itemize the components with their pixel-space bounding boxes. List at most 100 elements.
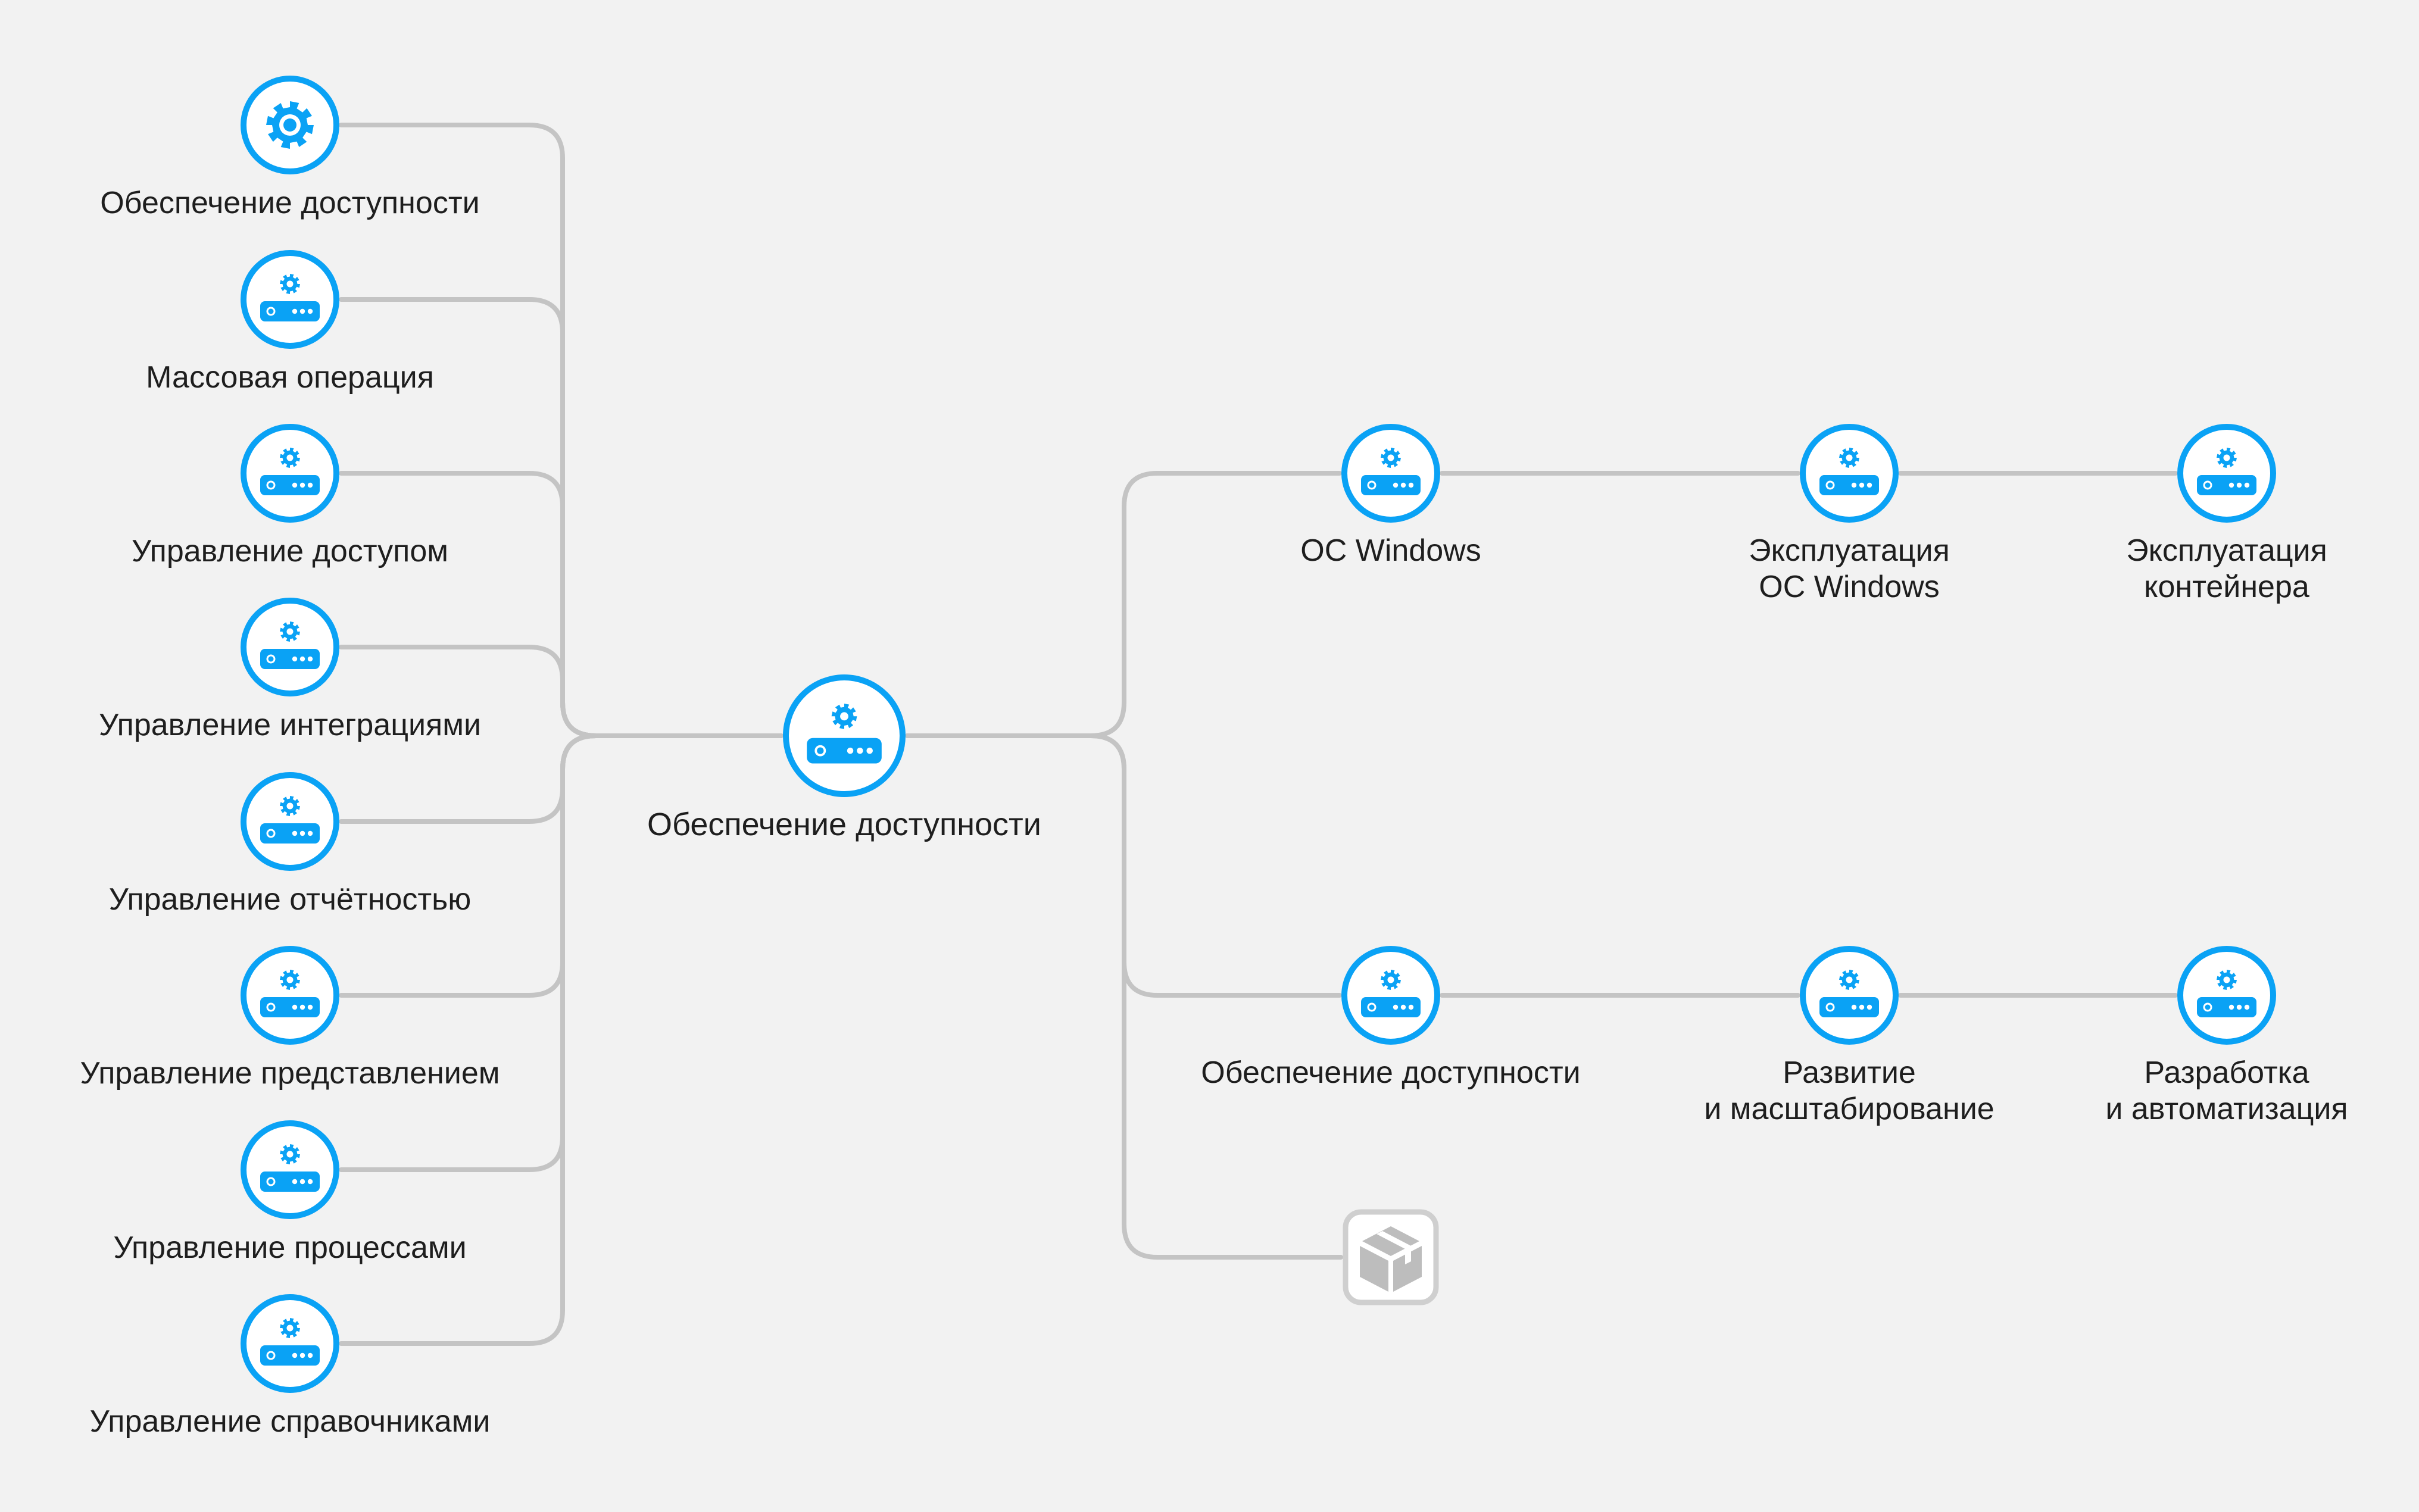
service-icon — [2197, 970, 2256, 1017]
server-led — [266, 829, 276, 838]
server-led — [266, 1177, 276, 1186]
node-label: Управление интеграциями — [99, 708, 481, 742]
service-icon — [260, 448, 320, 495]
service-icon — [1361, 448, 1421, 495]
server-dot — [1393, 482, 1399, 488]
node-label: Массовая операция — [146, 360, 434, 395]
server-dot — [2244, 482, 2250, 488]
gear-hole — [286, 280, 294, 288]
server-led — [814, 745, 826, 757]
node-label: контейнера — [2144, 570, 2309, 604]
server-box — [2197, 997, 2256, 1017]
server-dot — [1393, 1004, 1399, 1010]
gear-hole — [286, 976, 294, 983]
server-dot — [292, 1179, 298, 1185]
node-label: Эксплуатация — [2126, 533, 2327, 568]
server-led — [1825, 1002, 1835, 1012]
server-box — [2197, 475, 2256, 495]
server-dot — [2236, 482, 2242, 488]
server-box — [260, 475, 320, 495]
server-box — [260, 649, 320, 669]
gear-hole — [286, 628, 294, 635]
node-label: и автоматизация — [2105, 1092, 2348, 1126]
root-node[interactable]: Обеспечение доступности — [647, 674, 1041, 842]
node-label: ОС Windows — [1759, 570, 1939, 604]
node-label: и масштабирование — [1704, 1092, 1994, 1126]
service-icon — [260, 796, 320, 844]
left-node[interactable]: Массовая операция — [146, 250, 434, 395]
node-circle — [783, 674, 906, 797]
server-dot — [292, 1352, 298, 1358]
server-dot — [857, 747, 863, 754]
server-box — [1819, 475, 1879, 495]
server-dot — [307, 1179, 313, 1185]
left-node[interactable]: Управление процессами — [113, 1120, 467, 1265]
server-led — [1367, 480, 1377, 490]
gear-hole — [1846, 454, 1853, 461]
service-icon — [1819, 970, 1879, 1017]
server-led — [266, 480, 276, 490]
box-tape — [1377, 1231, 1411, 1264]
server-dot — [292, 308, 298, 314]
server-dot — [292, 830, 298, 836]
server-dot — [1408, 482, 1414, 488]
node-circle — [1800, 946, 1899, 1045]
server-dot — [2244, 1004, 2250, 1010]
placeholder-frame — [1343, 1209, 1439, 1305]
branch-node[interactable]: Обеспечение доступности — [1201, 946, 1581, 1090]
placeholder-node[interactable] — [1343, 1209, 1439, 1305]
server-dot — [1866, 482, 1872, 488]
service-icon — [260, 274, 320, 321]
server-led — [1367, 1002, 1377, 1012]
server-led — [266, 307, 276, 316]
connector-line — [339, 645, 784, 738]
server-dot — [1408, 1004, 1414, 1010]
gear-hole — [286, 802, 294, 810]
server-box — [260, 1172, 320, 1192]
service-icon — [1819, 448, 1879, 495]
server-dot — [307, 830, 313, 836]
server-led — [266, 1351, 276, 1360]
server-box — [807, 738, 882, 764]
gear-hole — [2223, 454, 2230, 461]
server-dot — [307, 1004, 313, 1010]
left-node[interactable]: Управление представлением — [80, 946, 500, 1091]
server-dot — [847, 747, 854, 754]
box-right — [1393, 1246, 1422, 1292]
server-dot — [1400, 1004, 1406, 1010]
node-circle — [241, 250, 339, 349]
server-dot — [292, 482, 298, 488]
server-box — [260, 1345, 320, 1366]
node-label: Управление отчётностью — [109, 882, 472, 917]
server-dot — [2228, 482, 2234, 488]
box-left — [1360, 1246, 1388, 1292]
left-node[interactable]: Обеспечение доступности — [100, 76, 480, 220]
connector-line — [339, 733, 784, 1346]
server-box — [260, 301, 320, 321]
connectors — [339, 123, 2178, 1346]
node-label: Разработка — [2144, 1055, 2309, 1090]
server-led — [266, 1002, 276, 1012]
left-node[interactable]: Управление отчётностью — [109, 772, 472, 917]
gear-hole — [840, 712, 848, 721]
gear-core — [283, 118, 296, 132]
service-icon — [807, 704, 882, 764]
gear-hole — [1846, 976, 1853, 983]
server-dot — [299, 482, 305, 488]
left-node[interactable]: Управление интеграциями — [99, 598, 481, 742]
node-circle — [241, 772, 339, 871]
server-dot — [299, 308, 305, 314]
server-box — [1819, 997, 1879, 1017]
server-dot — [307, 1352, 313, 1358]
left-node[interactable]: Управление справочниками — [90, 1294, 491, 1439]
left-node[interactable]: Управление доступом — [132, 424, 448, 568]
branch-node[interactable]: ОС Windows — [1300, 424, 1481, 568]
server-led — [2203, 480, 2212, 490]
gear-hole — [1387, 976, 1394, 983]
